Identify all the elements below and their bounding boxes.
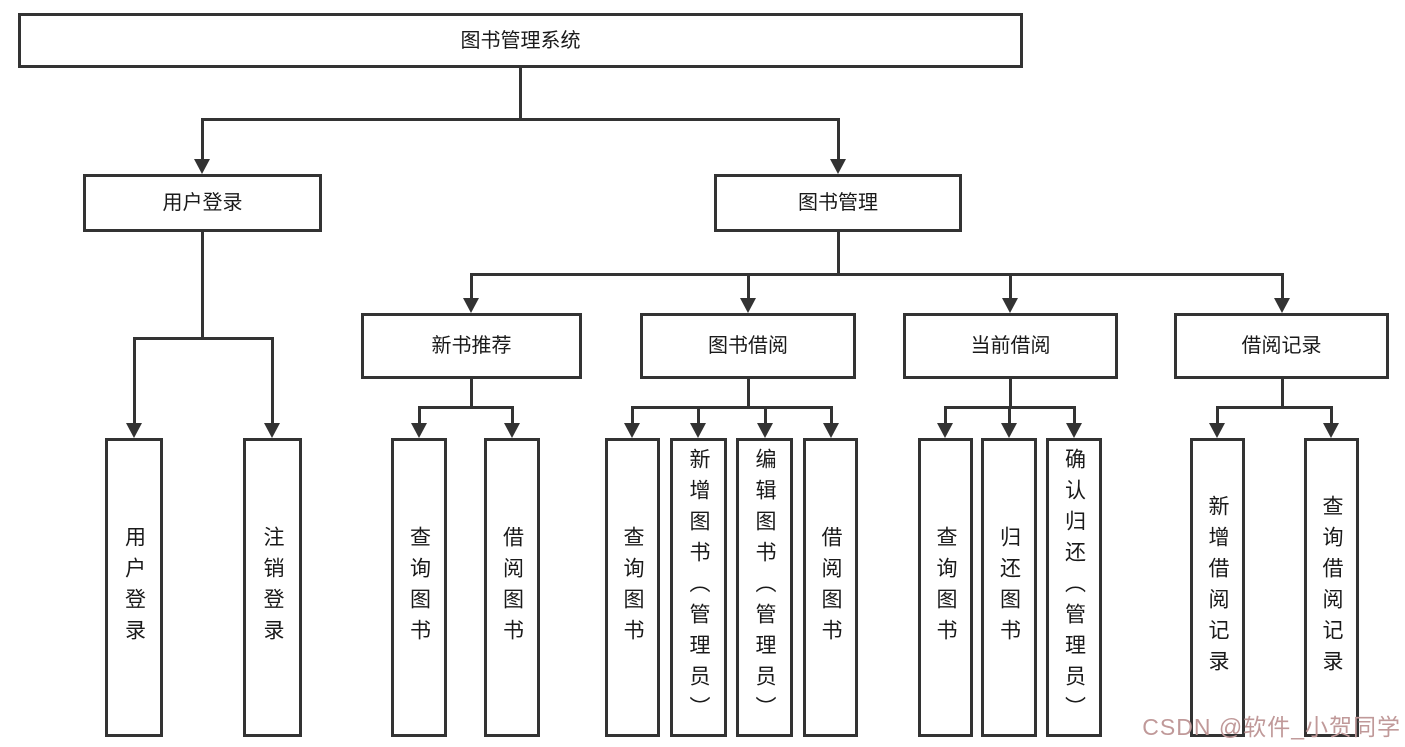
arrowhead-down-icon	[1274, 298, 1290, 313]
arrowhead-down-icon	[1066, 423, 1082, 438]
arrowhead-down-icon	[504, 423, 520, 438]
node-borrow-records: 借阅记录	[1174, 313, 1389, 379]
connector-vline	[133, 337, 136, 423]
connector-hline	[133, 337, 274, 340]
connector-vline	[470, 273, 473, 298]
leaf-return-books: 归还图书	[981, 438, 1037, 737]
connector-vline	[747, 273, 750, 298]
leaf-edit-books-admin: 编辑图书（管理员）	[736, 438, 793, 737]
leaf-borrow-books-label: 借阅图书	[819, 525, 842, 650]
arrowhead-down-icon	[411, 423, 427, 438]
connector-hline	[470, 273, 1283, 276]
node-user-login: 用户登录	[83, 174, 322, 232]
connector-vline	[764, 406, 767, 423]
arrowhead-down-icon	[1323, 423, 1339, 438]
arrowhead-down-icon	[1001, 423, 1017, 438]
leaf-query-borrow-record: 查询借阅记录	[1304, 438, 1359, 737]
leaf-query-books-label: 查询图书	[621, 525, 644, 650]
arrowhead-down-icon	[624, 423, 640, 438]
node-borrow-records-label: 借阅记录	[1241, 335, 1322, 357]
connector-vline	[1281, 273, 1284, 298]
arrowhead-down-icon	[757, 423, 773, 438]
leaf-query-books-current: 查询图书	[918, 438, 973, 737]
node-new-book-recommend-label: 新书推荐	[431, 335, 512, 357]
leaf-query-books-current-label: 查询图书	[934, 525, 957, 650]
node-book-borrow-label: 图书借阅	[708, 335, 788, 357]
connector-vline	[1009, 379, 1012, 406]
connector-vline	[201, 118, 204, 159]
connector-vline	[418, 406, 421, 423]
connector-hline	[631, 406, 832, 409]
arrowhead-down-icon	[937, 423, 953, 438]
node-root-label: 图书管理系统	[460, 29, 581, 52]
node-current-borrow-label: 当前借阅	[970, 335, 1051, 357]
leaf-add-borrow-record-label: 新增借阅记录	[1206, 494, 1229, 681]
arrowhead-down-icon	[1002, 298, 1018, 313]
node-book-management: 图书管理	[714, 174, 962, 232]
connector-vline	[944, 406, 947, 423]
leaf-add-books-admin: 新增图书（管理员）	[670, 438, 727, 737]
leaf-edit-books-admin-label: 编辑图书（管理员）	[753, 448, 776, 727]
arrowhead-down-icon	[194, 159, 210, 174]
connector-hline	[201, 118, 839, 121]
connector-vline	[1009, 273, 1012, 298]
arrowhead-down-icon	[823, 423, 839, 438]
connector-vline	[201, 232, 204, 337]
leaf-user-login-label: 用户登录	[122, 525, 146, 650]
leaf-query-borrow-record-label: 查询借阅记录	[1320, 494, 1343, 681]
node-new-book-recommend: 新书推荐	[361, 313, 582, 379]
leaf-borrow-books-recommend-label: 借阅图书	[500, 525, 524, 650]
leaf-user-login: 用户登录	[105, 438, 163, 737]
leaf-borrow-books-recommend: 借阅图书	[484, 438, 540, 737]
connector-hline	[418, 406, 513, 409]
watermark: CSDN @软件_小贺同学	[1142, 714, 1401, 740]
node-book-management-label: 图书管理	[798, 192, 878, 214]
connector-vline	[747, 379, 750, 406]
leaf-logout: 注销登录	[243, 438, 302, 737]
connector-vline	[1330, 406, 1333, 423]
connector-vline	[519, 68, 522, 118]
node-current-borrow: 当前借阅	[903, 313, 1118, 379]
connector-vline	[837, 118, 840, 159]
arrowhead-down-icon	[1209, 423, 1225, 438]
leaf-add-books-admin-label: 新增图书（管理员）	[687, 448, 710, 727]
leaf-borrow-books: 借阅图书	[803, 438, 858, 737]
connector-hline	[1216, 406, 1332, 409]
connector-vline	[271, 337, 274, 423]
connector-vline	[631, 406, 634, 423]
node-book-borrow: 图书借阅	[640, 313, 856, 379]
leaf-logout-label: 注销登录	[261, 525, 284, 650]
leaf-confirm-return-admin-label: 确认归还（管理员）	[1062, 448, 1086, 727]
leaf-query-books: 查询图书	[605, 438, 660, 737]
node-user-login-label: 用户登录	[162, 192, 243, 214]
leaf-return-books-label: 归还图书	[997, 525, 1021, 650]
leaf-query-books-recommend: 查询图书	[391, 438, 447, 737]
arrowhead-down-icon	[264, 423, 280, 438]
connector-vline	[1008, 406, 1011, 423]
arrowhead-down-icon	[740, 298, 756, 313]
arrowhead-down-icon	[126, 423, 142, 438]
connector-vline	[837, 232, 840, 273]
connector-vline	[1281, 379, 1284, 406]
leaf-confirm-return-admin: 确认归还（管理员）	[1046, 438, 1102, 737]
connector-vline	[830, 406, 833, 423]
arrowhead-down-icon	[830, 159, 846, 174]
leaf-query-books-recommend-label: 查询图书	[407, 525, 431, 650]
arrowhead-down-icon	[690, 423, 706, 438]
connector-vline	[697, 406, 700, 423]
connector-vline	[470, 379, 473, 406]
connector-vline	[1216, 406, 1219, 423]
arrowhead-down-icon	[463, 298, 479, 313]
node-root: 图书管理系统	[18, 13, 1023, 68]
leaf-add-borrow-record: 新增借阅记录	[1190, 438, 1245, 737]
connector-vline	[1073, 406, 1076, 423]
connector-vline	[511, 406, 514, 423]
